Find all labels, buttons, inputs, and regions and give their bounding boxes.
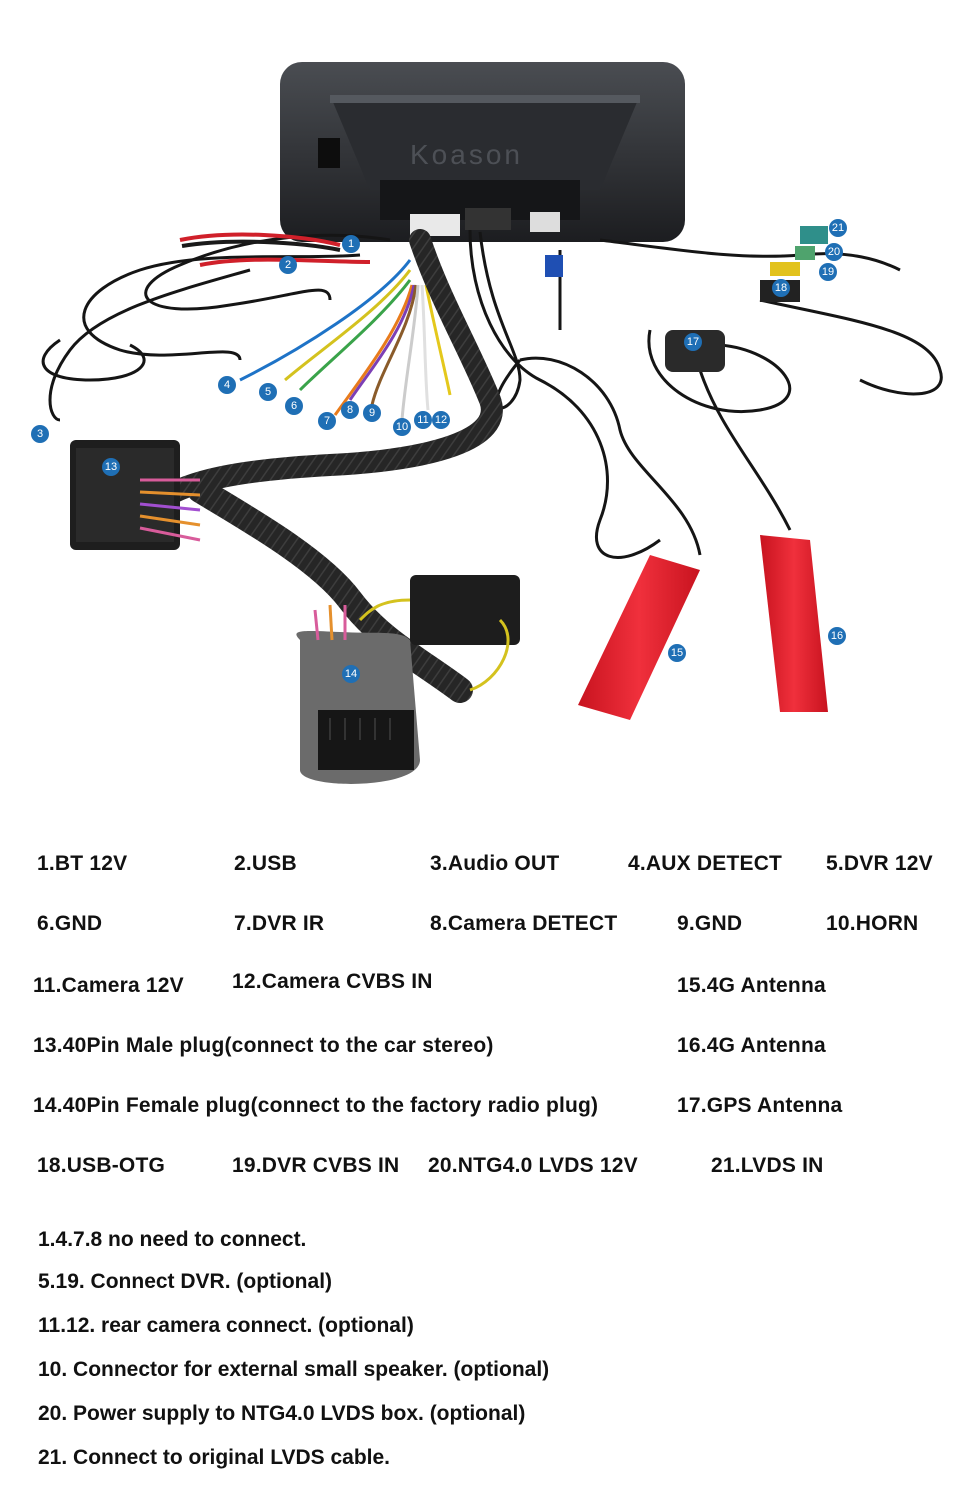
svg-text:5: 5 [265,386,271,398]
svg-text:13: 13 [105,461,117,473]
svg-text:12: 12 [435,414,447,426]
female-plug [296,604,420,784]
note-item: 1.4.7.8 no need to connect. [38,1228,307,1251]
gps-antenna [665,330,725,372]
badge-13: 13 [102,458,120,476]
legend-item: 6.GND [37,912,103,935]
brand-logo: Koason [410,139,523,170]
badge-4: 4 [218,376,236,394]
legend-item: 20.NTG4.0 LVDS 12V [428,1154,638,1177]
legend-item: 9.GND [677,912,743,935]
svg-text:9: 9 [369,407,375,419]
svg-text:3: 3 [37,428,43,440]
badge-5: 5 [259,383,277,401]
svg-text:1: 1 [348,238,354,250]
badge-14: 14 [342,665,360,683]
badge-6: 6 [285,397,303,415]
svg-text:19: 19 [822,266,834,278]
4g-antenna-right [760,535,828,712]
legend-item: 15.4G Antenna [677,974,826,997]
number-badges: 1 2 3 4 5 6 7 8 9 10 11 12 13 14 15 16 1… [31,219,847,683]
badge-2: 2 [279,256,297,274]
wiring-diagram: Koason [31,62,943,784]
legend-item: 8.Camera DETECT [430,912,618,935]
badge-15: 15 [668,644,686,662]
legend-item: 1.BT 12V [37,852,128,875]
legend-item: 4.AUX DETECT [628,852,783,875]
svg-text:2: 2 [285,259,291,271]
note-item: 11.12. rear camera connect. (optional) [38,1314,414,1337]
head-unit: Koason [280,62,685,242]
svg-text:18: 18 [775,282,787,294]
badge-21: 21 [829,219,847,237]
legend-item: 18.USB-OTG [37,1154,166,1177]
svg-text:11: 11 [417,414,428,426]
note-item: 10. Connector for external small speaker… [38,1358,550,1381]
svg-text:8: 8 [347,404,353,416]
wiring-harness [149,229,503,703]
badge-20: 20 [825,243,843,261]
colored-wires [239,259,452,421]
legend-item: 13.40Pin Male plug(connect to the car st… [33,1034,494,1057]
badge-12: 12 [432,411,450,429]
badge-7: 7 [318,412,336,430]
badge-11: 11 [414,411,432,429]
svg-text:15: 15 [671,647,683,659]
legend-item: 3.Audio OUT [430,852,560,875]
legend-item: 10.HORN [826,912,919,935]
svg-text:7: 7 [324,415,330,427]
badge-8: 8 [341,401,359,419]
badge-16: 16 [828,627,846,645]
4g-antenna-left [578,555,700,720]
svg-text:10: 10 [396,421,408,433]
svg-text:16: 16 [831,630,843,642]
badge-10: 10 [393,418,411,436]
svg-text:14: 14 [345,668,357,680]
svg-text:6: 6 [291,400,297,412]
legend-item: 11.Camera 12V [33,974,184,997]
legend-item: 17.GPS Antenna [677,1094,843,1117]
badge-1: 1 [342,235,360,253]
svg-text:21: 21 [832,222,844,234]
legend-item: 12.Camera CVBS IN [232,970,433,993]
legend-item: 2.USB [234,852,297,875]
badge-18: 18 [772,279,790,297]
note-item: 5.19. Connect DVR. (optional) [38,1270,333,1293]
legend-item: 5.DVR 12V [826,852,933,875]
badge-3: 3 [31,425,49,443]
badge-9: 9 [363,404,381,422]
filter-box [358,575,520,692]
svg-text:20: 20 [828,246,840,258]
legend-item: 7.DVR IR [234,912,325,935]
badge-19: 19 [819,263,837,281]
legend-item: 21.LVDS IN [711,1154,824,1177]
svg-text:17: 17 [687,336,699,348]
legend-item: 16.4G Antenna [677,1034,826,1057]
svg-text:4: 4 [224,379,230,391]
male-plug [70,440,201,550]
badge-17: 17 [684,333,702,351]
legend-item: 14.40Pin Female plug(connect to the fact… [33,1094,599,1117]
legend-item: 19.DVR CVBS IN [232,1154,400,1177]
note-item: 21. Connect to original LVDS cable. [38,1446,391,1469]
note-item: 20. Power supply to NTG4.0 LVDS box. (op… [38,1402,526,1425]
